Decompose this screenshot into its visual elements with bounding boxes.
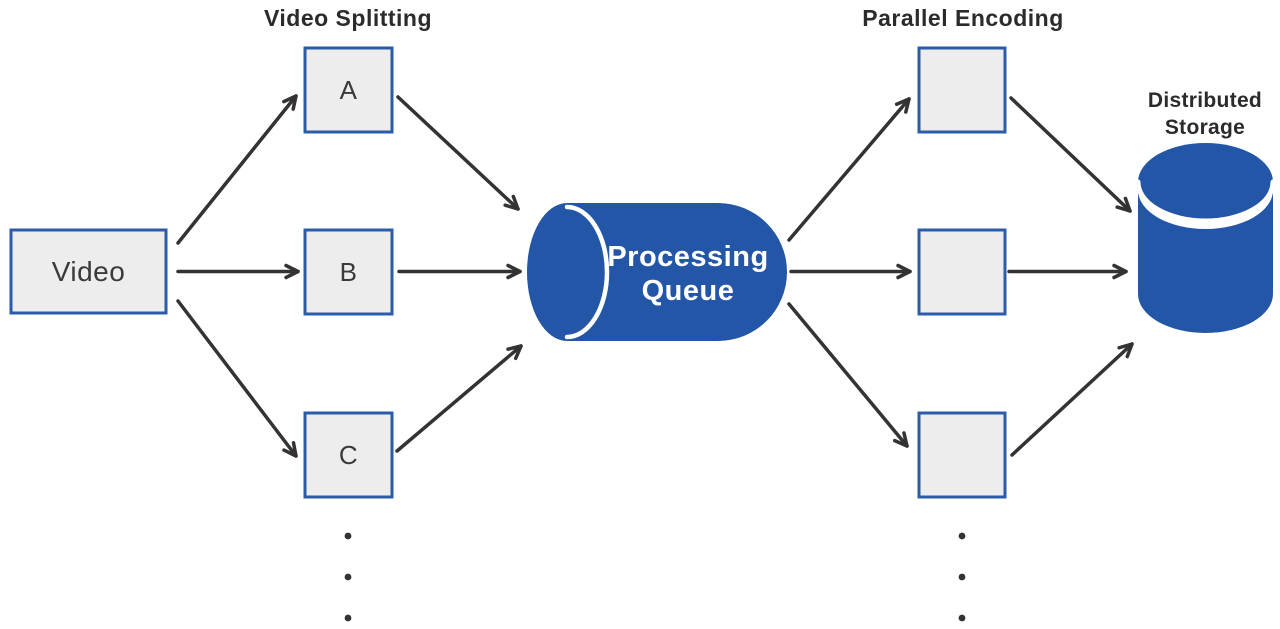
arrow-queue-to-encoder1 (787, 97, 911, 242)
processing-queue-label-line1: Processing (607, 241, 768, 273)
chunk-a-box (303, 46, 394, 134)
arrow-video-to-a (176, 94, 298, 245)
chunk-c-box (303, 411, 394, 499)
encoder-1-box (917, 46, 1007, 134)
processing-queue-label-line2: Queue (642, 275, 735, 307)
dot (344, 614, 352, 622)
arrow-queue-to-encoder3 (787, 302, 909, 448)
storage-cylinder-lid-arc (1135, 179, 1276, 224)
chunk-a-label: A (340, 75, 358, 105)
dot (958, 614, 966, 622)
video-box (9, 228, 168, 315)
chunk-b-node: B (303, 228, 394, 316)
chunk-a-node: A (303, 46, 394, 134)
distributed-storage-title-line2: Storage (1165, 116, 1245, 139)
dot (344, 532, 352, 540)
parallel-encoding-title: Parallel Encoding (862, 5, 1064, 31)
processing-queue-cylinder (527, 203, 787, 341)
processing-queue-lid-arc (564, 204, 610, 340)
arrow-encoder1-to-storage (1009, 96, 1132, 213)
arrow-c-to-queue (395, 344, 523, 453)
arrow-encoder3-to-storage (1010, 342, 1134, 457)
distributed-storage-node (1135, 143, 1276, 333)
arrows (176, 94, 1134, 458)
storage-cylinder-top-cap (1138, 143, 1273, 221)
dot (344, 573, 352, 581)
chunk-c-node: C (303, 411, 394, 499)
dot (958, 573, 966, 581)
arrow-video-to-c (176, 299, 298, 458)
processing-queue-node: Processing Queue (527, 203, 787, 341)
distributed-storage-title-line1: Distributed (1148, 89, 1262, 112)
video-splitting-title: Video Splitting (264, 5, 432, 31)
chunk-b-box (303, 228, 394, 316)
storage-cylinder-body (1138, 190, 1273, 333)
vertical-ellipsis-icon-left (344, 532, 352, 622)
encoder-3-box (917, 411, 1007, 499)
chunk-c-label: C (339, 440, 358, 470)
video-node: Video (9, 228, 168, 315)
video-label: Video (52, 256, 126, 287)
dot (958, 532, 966, 540)
encoder-2-box (917, 228, 1007, 316)
chunk-b-label: B (340, 257, 358, 287)
vertical-ellipsis-icon-right (958, 532, 966, 622)
arrow-a-to-queue (396, 95, 520, 211)
